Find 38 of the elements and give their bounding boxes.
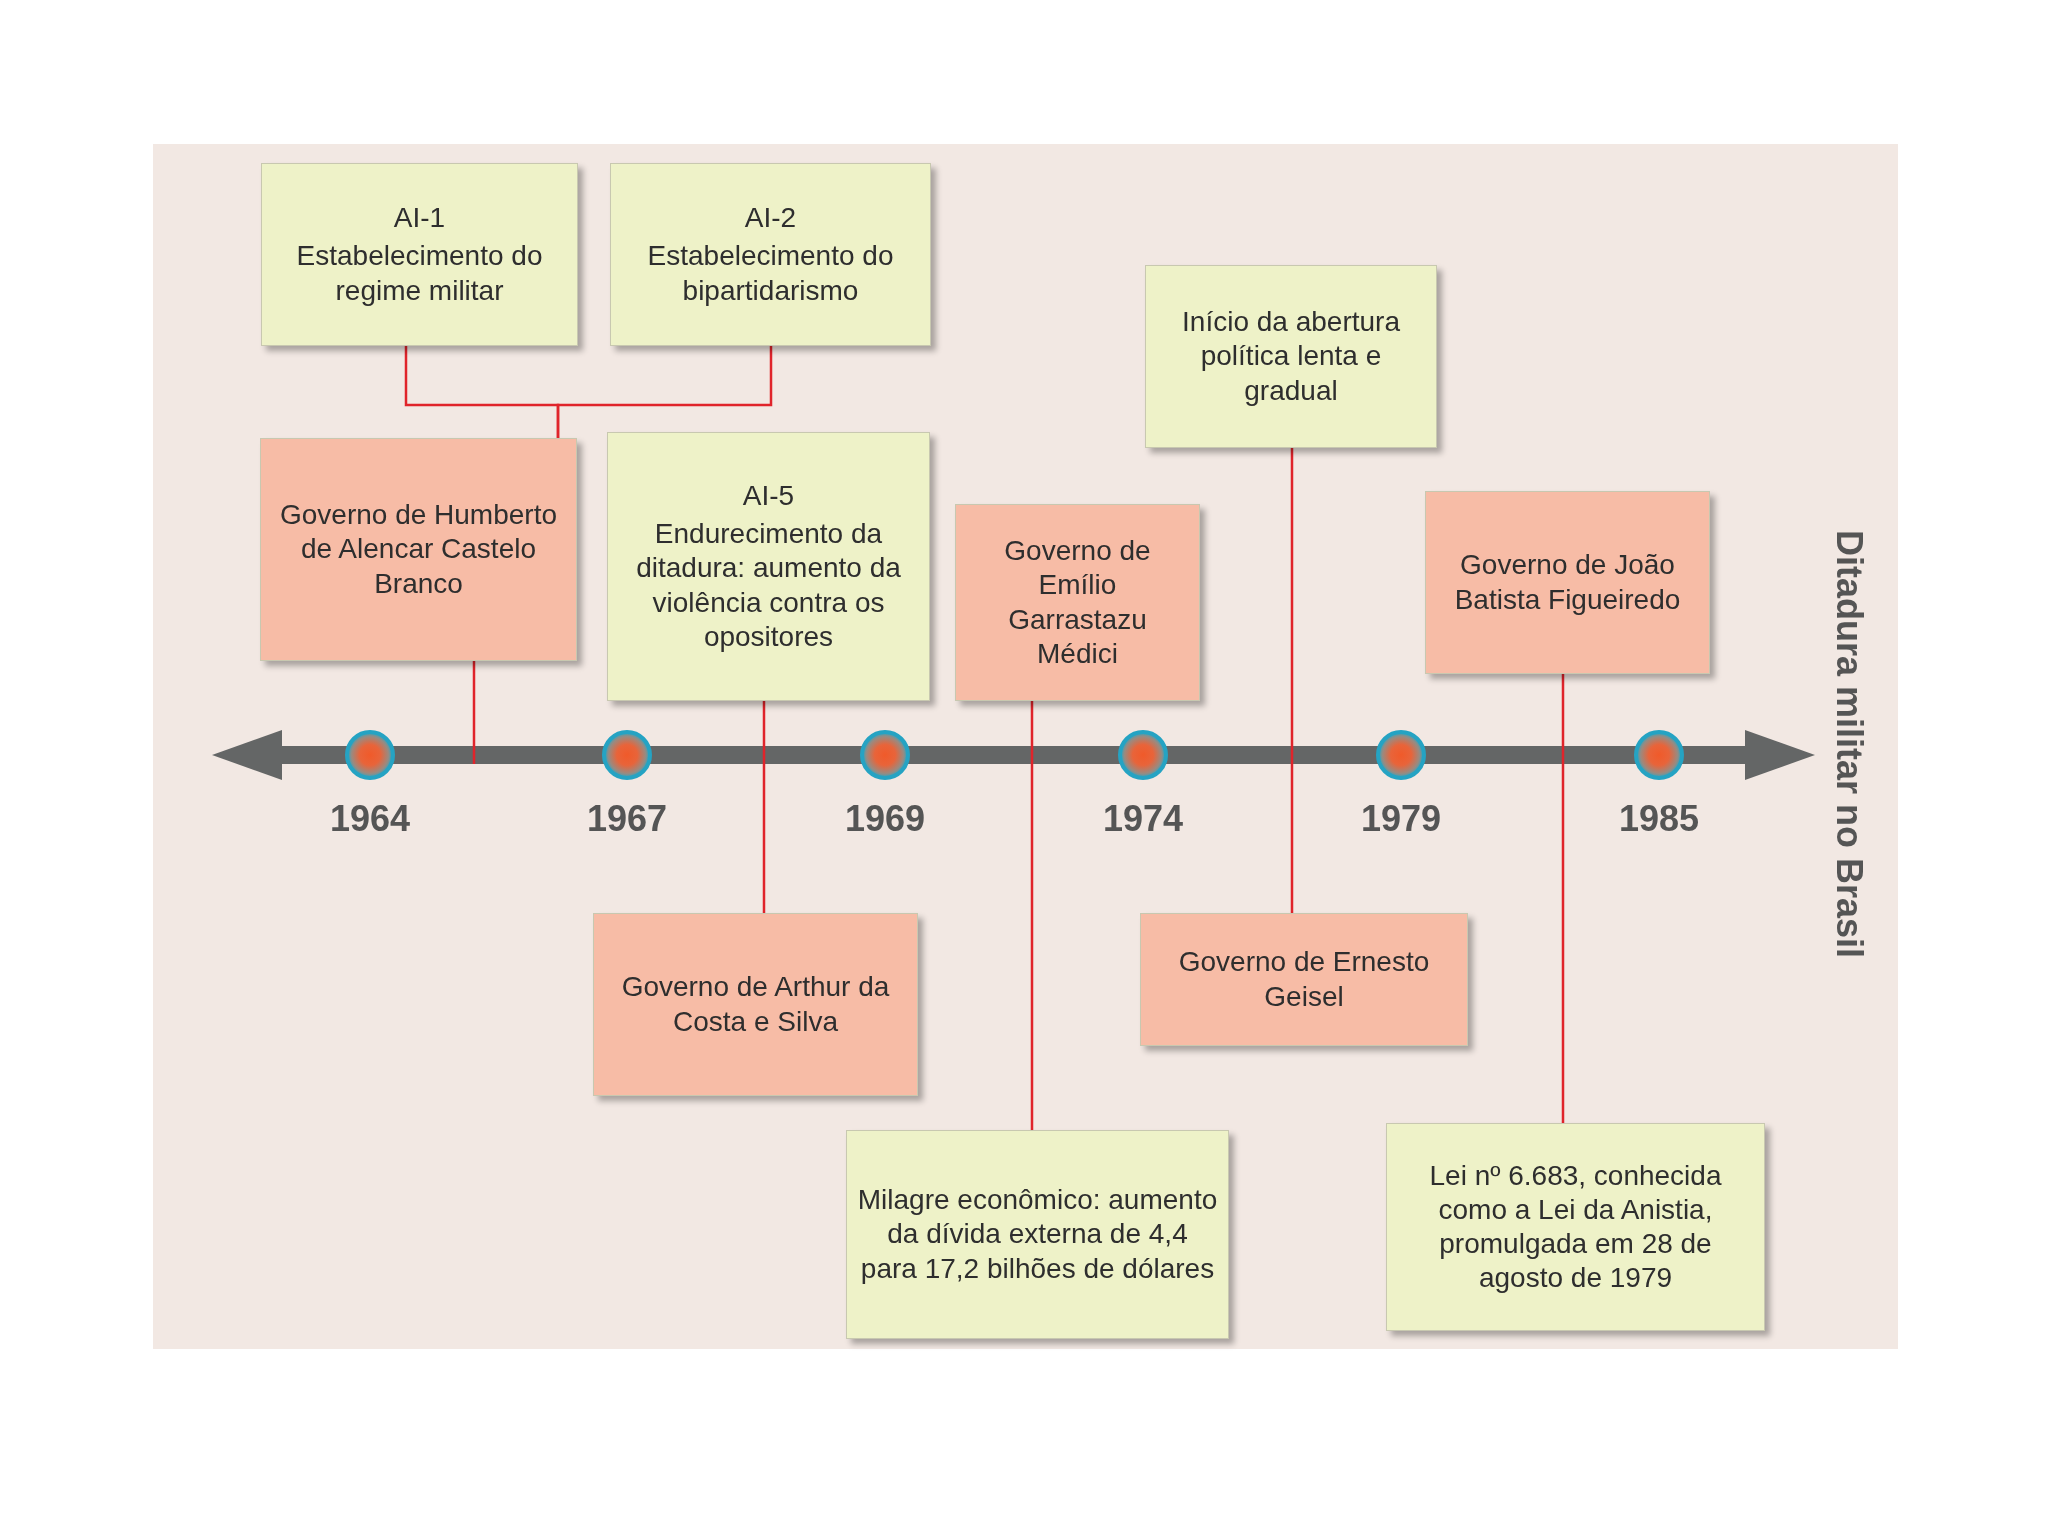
year-label: 1974	[1101, 798, 1185, 840]
timeline-title: Ditadura militar no Brasil	[1828, 530, 1870, 959]
government-box	[593, 913, 918, 1096]
year-label: 1967	[585, 798, 669, 840]
event-box	[610, 163, 931, 346]
box-text: Governo de João Batista Figueiredo	[1453, 548, 1682, 617]
box-text: Endurecimento da ditadura: aumento da violência contra os opositores	[635, 517, 902, 654]
year-label: 1985	[1617, 798, 1701, 840]
box-text: Governo de Emílio Garrastazu Médici	[1003, 534, 1152, 671]
event-box	[607, 432, 930, 701]
connector-line	[556, 346, 773, 438]
box-text: Início da abertura política lenta e gradual	[1181, 305, 1401, 408]
box-heading: AI-1	[393, 201, 446, 236]
event-box	[261, 163, 578, 346]
connector-line	[1290, 448, 1294, 913]
government-box	[1140, 913, 1468, 1046]
event-box	[1386, 1123, 1765, 1331]
event-box	[846, 1130, 1229, 1339]
year-label: 1979	[1359, 798, 1443, 840]
box-text: Lei nº 6.683, conhecida como a Lei da Anistia, promulgada em 28 de agosto de 1979	[1428, 1158, 1723, 1296]
event-box	[1145, 265, 1437, 448]
connector-line	[762, 701, 766, 913]
box-text: Governo de Arthur da Costa e Silva	[620, 970, 891, 1039]
box-text: Estabelecimento do regime militar	[295, 239, 544, 308]
box-text: Governo de Humberto de Alencar Castelo Branco	[278, 498, 558, 601]
connector-line	[1030, 701, 1034, 1130]
box-heading: AI-5	[742, 479, 795, 514]
connector-line	[472, 661, 476, 764]
year-label: 1969	[843, 798, 927, 840]
year-label: 1964	[328, 798, 412, 840]
box-text: Estabelecimento do bipartidarismo	[646, 239, 895, 308]
connector-line	[1561, 674, 1565, 1123]
government-box	[1425, 491, 1710, 674]
box-text: Governo de Ernesto Geisel	[1177, 945, 1431, 1014]
box-heading: AI-2	[744, 201, 797, 236]
government-box	[260, 438, 577, 661]
box-text: Milagre econômico: aumento da dívida externa de 4,4 para 17,2 bilhões de dólares	[857, 1183, 1218, 1286]
government-box	[955, 504, 1200, 701]
